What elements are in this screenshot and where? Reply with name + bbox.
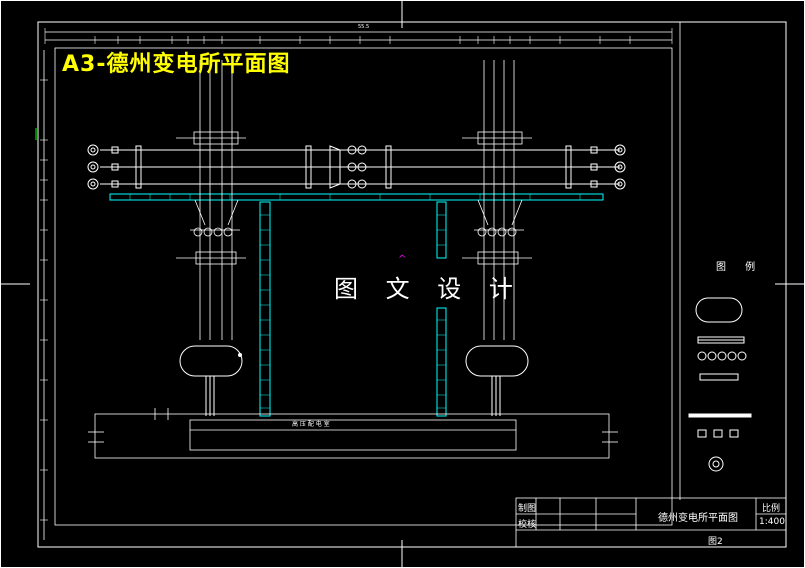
plan-border [54,47,673,526]
title-block [515,497,787,548]
legend-symbols [688,297,752,472]
cable-tray-horizontal [109,193,604,201]
cable-tray-hatching [129,194,581,200]
total-dimension: 55.5 [358,24,369,30]
origin-marker: ^ [398,254,406,265]
left-transformer [179,345,243,416]
checked-label: 校核 [518,520,537,530]
sheet-number: 图2 [708,537,723,547]
left-dim-ticks [40,79,48,521]
building-label: 高 压 配 电 室 [292,420,330,428]
building [88,408,618,459]
scale-label: 比例 [762,504,781,514]
cable-tray-right-bottom [436,307,447,417]
watermark-text: 图 文 设 计 [334,275,523,303]
scale-value: 1:400 [759,517,785,527]
left-terminals [87,144,119,190]
bus-supports [135,145,572,189]
drawing-title: A3-德州变电所平面图 [62,52,291,77]
right-transformer [465,345,529,416]
left-bay [176,60,246,340]
drawing-name: 德州变电所平面图 [658,513,738,524]
busbars [100,149,620,185]
vertical-tray-hatch [260,214,446,409]
left-transformer-mark [238,353,242,357]
legend-transformer-symbol [695,297,743,323]
legend-title: 图 例 [716,262,764,273]
top-dim-ticks [44,28,673,44]
right-bay [462,60,532,340]
right-terminals [590,144,626,190]
drawn-label: 制图 [518,504,537,514]
cable-tray-left [259,201,271,417]
